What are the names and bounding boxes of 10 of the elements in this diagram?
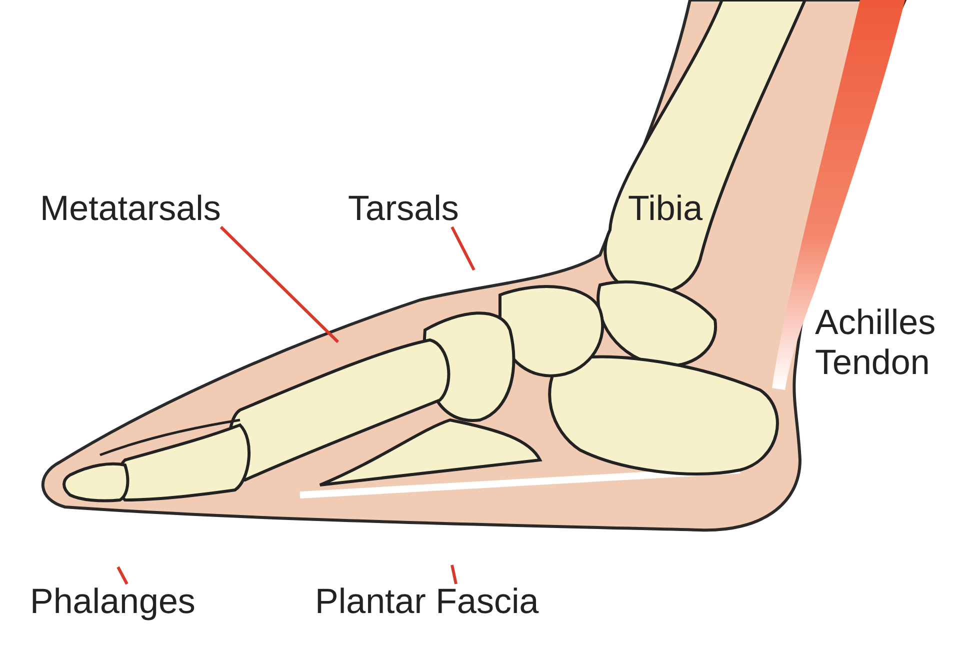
part-label: Achilles Tendon [815, 303, 937, 383]
part-label: Tibia [628, 191, 703, 227]
leader-line [450, 564, 458, 584]
part-label: Metatarsals [40, 191, 221, 227]
leader-line [116, 566, 128, 585]
leader-line [220, 226, 340, 344]
part-label: Plantar Fascia [315, 584, 539, 620]
part-label: Phalanges [30, 584, 196, 620]
part-label: Tarsals [348, 191, 459, 227]
leader-line [450, 226, 476, 271]
